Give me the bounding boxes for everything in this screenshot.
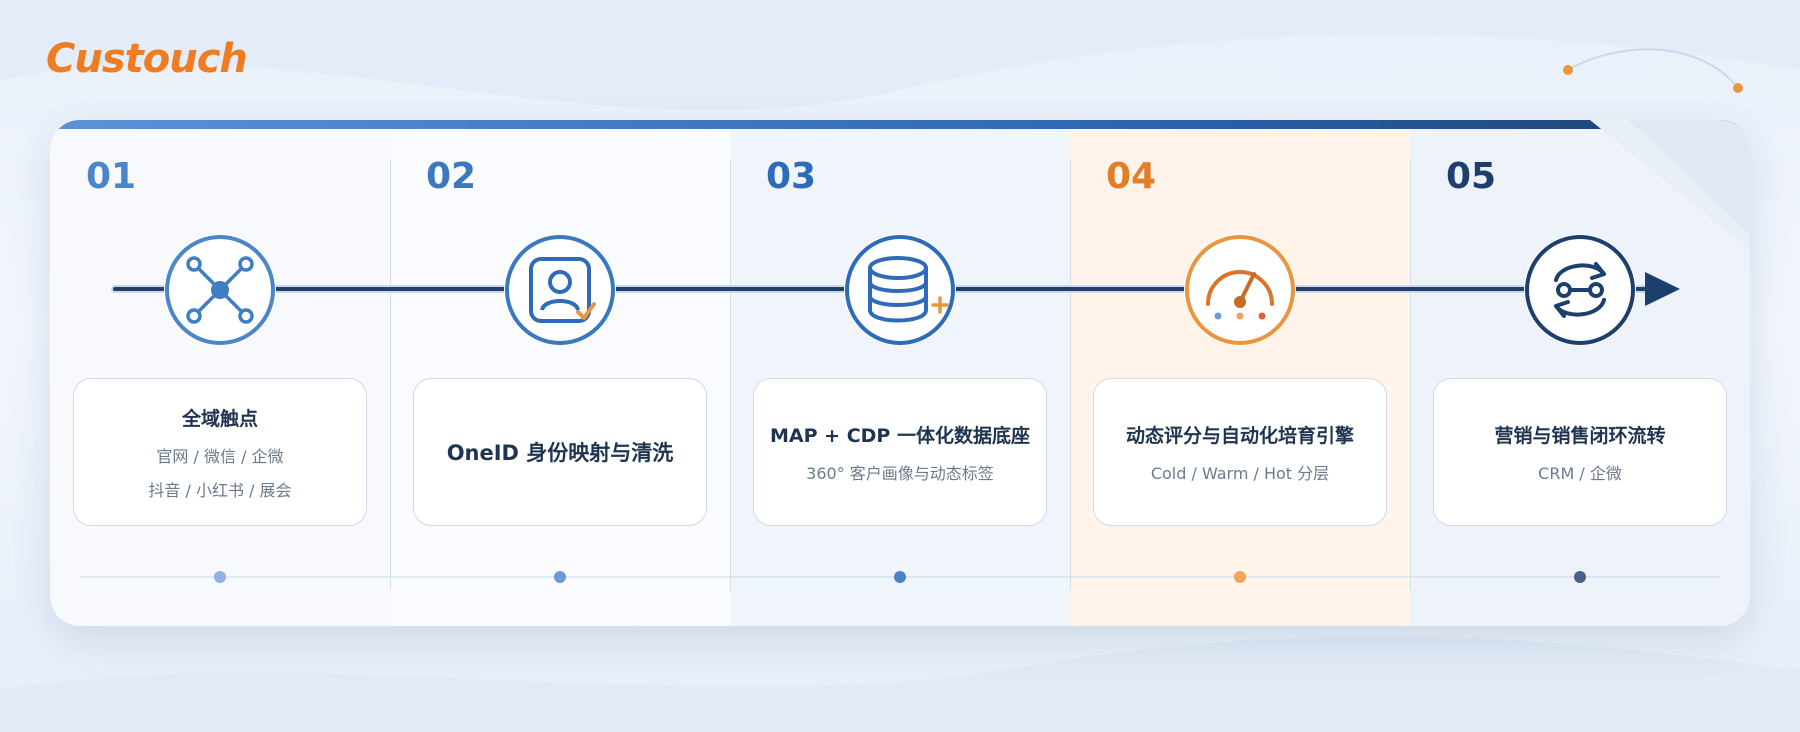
step-title-2: OneID 身份映射与清洗 <box>446 441 674 465</box>
step-box-4: 动态评分与自动化培育引擎 Cold / Warm / Hot 分层 <box>1093 378 1387 526</box>
step-detail-3: 360° 客户画像与动态标签 <box>806 463 994 483</box>
gauge-score-icon <box>1185 235 1295 345</box>
column-divider <box>1070 160 1071 590</box>
step-box-1: 全域触点 官网 / 微信 / 企微 抖音 / 小红书 / 展会 <box>73 378 367 526</box>
step-column-5 <box>1410 129 1750 626</box>
user-id-check-icon <box>505 235 615 345</box>
step-detail-4: Cold / Warm / Hot 分层 <box>1150 463 1330 483</box>
process-card: 01 02 03 04 05 <box>50 120 1750 626</box>
step-column-3 <box>730 129 1070 626</box>
step-icon-1 <box>164 234 276 346</box>
step-title-4: 动态评分与自动化培育引擎 <box>1125 424 1354 447</box>
logo-text: Custouch <box>46 36 248 82</box>
step-number-5: 05 <box>1446 156 1497 197</box>
column-divider <box>390 160 391 590</box>
step-icon-4 <box>1184 234 1296 346</box>
step-detail-1b: 抖音 / 小红书 / 展会 <box>148 480 292 500</box>
column-divider <box>1410 160 1411 590</box>
top-gradient-bar <box>50 120 1750 129</box>
step-number-4: 04 <box>1106 156 1157 197</box>
step-box-2: OneID 身份映射与清洗 <box>413 378 707 526</box>
step-column-4 <box>1070 129 1410 626</box>
decorative-arc <box>1563 48 1743 93</box>
step-icon-5 <box>1524 234 1636 346</box>
sync-loop-icon <box>1525 235 1635 345</box>
step-number-1: 01 <box>86 156 137 197</box>
step-icon-3 <box>844 234 956 346</box>
network-nodes-icon <box>165 235 275 345</box>
corner-decoration <box>1590 120 1750 250</box>
column-divider <box>730 160 731 590</box>
step-column-2 <box>390 129 730 626</box>
step-number-3: 03 <box>766 156 817 197</box>
step-number-2: 02 <box>426 156 477 197</box>
step-box-3: MAP + CDP 一体化数据底座 360° 客户画像与动态标签 <box>753 378 1047 526</box>
step-icon-2 <box>504 234 616 346</box>
step-detail-5: CRM / 企微 <box>1538 463 1622 483</box>
step-title-3: MAP + CDP 一体化数据底座 <box>770 424 1030 447</box>
step-title-1: 全域触点 <box>181 407 258 430</box>
step-box-5: 营销与销售闭环流转 CRM / 企微 <box>1433 378 1727 526</box>
step-detail-1a: 官网 / 微信 / 企微 <box>156 446 284 466</box>
custouch-logo[interactable]: Custouch <box>46 36 248 82</box>
step-title-5: 营销与销售闭环流转 <box>1494 424 1666 447</box>
database-plus-icon <box>845 235 955 345</box>
